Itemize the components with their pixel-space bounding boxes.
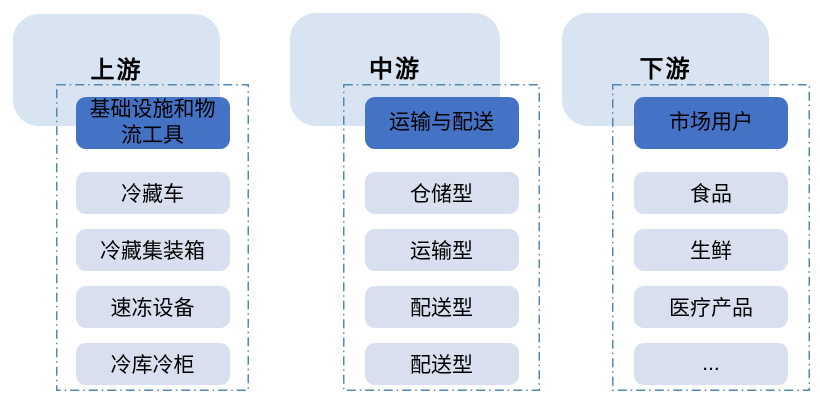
item-box: ... xyxy=(634,343,788,385)
downstream-header-box: 市场用户 xyxy=(634,97,788,149)
item-box: 冷藏集装箱 xyxy=(75,229,230,271)
item-box: 速冻设备 xyxy=(75,286,230,328)
upstream-label: 上游 xyxy=(90,56,143,84)
downstream-dashed-container: 市场用户 食品 生鲜 医疗产品 ... xyxy=(612,84,810,391)
item-box: 医疗产品 xyxy=(634,286,788,328)
midstream-header-box: 运输与配送 xyxy=(364,97,519,149)
item-box: 生鲜 xyxy=(634,229,788,271)
item-box: 配送型 xyxy=(364,343,519,385)
item-box: 运输型 xyxy=(364,229,519,271)
upstream-header-box: 基础设施和物流工具 xyxy=(75,97,230,149)
midstream-header-label: 运输与配送 xyxy=(389,111,494,134)
item-box: 冷库冷柜 xyxy=(75,343,230,385)
item-box: 配送型 xyxy=(364,286,519,328)
item-box: 食品 xyxy=(634,172,788,214)
item-box: 仓储型 xyxy=(364,172,519,214)
upstream-header-label: 基础设施和物流工具 xyxy=(89,98,216,147)
midstream-label: 中游 xyxy=(369,56,421,83)
midstream-dashed-container: 运输与配送 仓储型 运输型 配送型 配送型 xyxy=(343,84,540,391)
downstream-header-label: 市场用户 xyxy=(669,111,753,134)
upstream-dashed-container: 基础设施和物流工具 冷藏车 冷藏集装箱 速冻设备 冷库冷柜 xyxy=(56,84,249,391)
item-box: 冷藏车 xyxy=(75,172,230,214)
downstream-label: 下游 xyxy=(639,56,692,83)
